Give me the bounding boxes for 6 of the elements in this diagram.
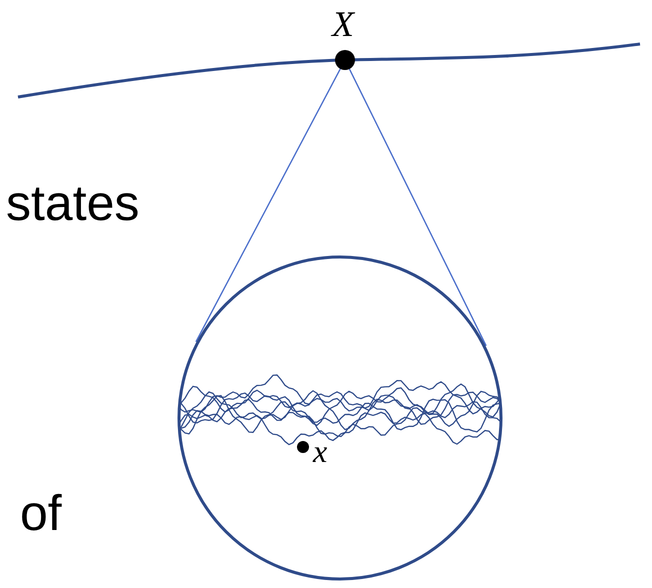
point-label: x	[313, 435, 328, 467]
point-label: X	[332, 6, 354, 42]
slide-text: states	[6, 178, 140, 228]
zoom-line	[195, 68, 341, 342]
slide-text: of	[20, 488, 62, 538]
zoom-line	[348, 68, 487, 346]
